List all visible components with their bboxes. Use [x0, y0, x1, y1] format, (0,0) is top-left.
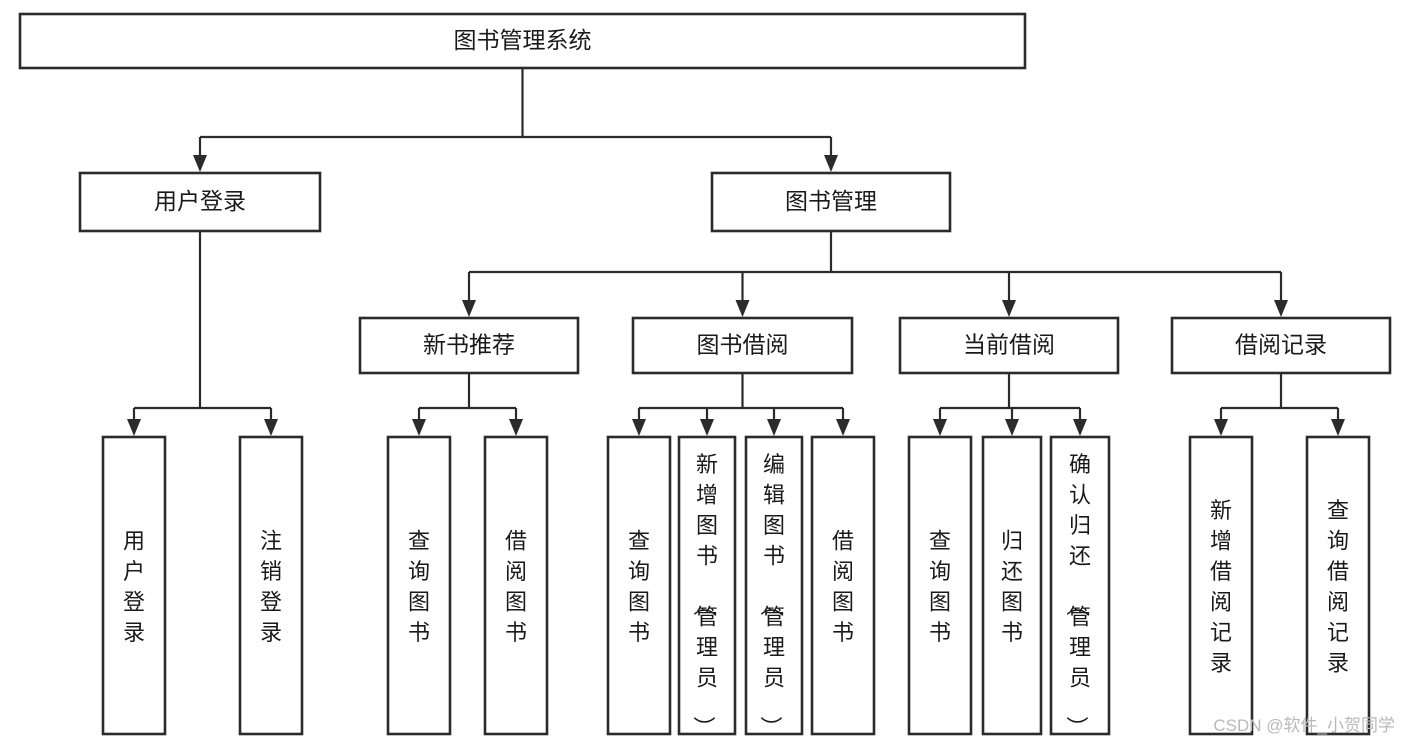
- node-leaf-4[interactable]: 借阅图书: [483, 435, 549, 736]
- node-box: [78, 171, 322, 233]
- node-label: 当前借阅: [963, 332, 1055, 358]
- node-leaf-12[interactable]: 新增借阅记录: [1188, 435, 1254, 736]
- node-label: 图书管理系统: [454, 27, 592, 53]
- node-label: 确认归还（管理员）: [1064, 452, 1091, 738]
- node-leaf-6[interactable]: 新增图书（管理员）: [677, 435, 737, 738]
- node-box: [907, 435, 973, 736]
- node-level1-2[interactable]: 图书管理: [710, 171, 952, 233]
- nodes-layer: 图书管理系统用户登录图书管理新书推荐图书借阅当前借阅借阅记录用户登录注销登录查询…: [18, 12, 1392, 738]
- node-leaf-3[interactable]: 查询图书: [386, 435, 452, 736]
- node-leaf-2[interactable]: 注销登录: [238, 435, 304, 736]
- node-box: [631, 316, 854, 375]
- node-box: [386, 435, 452, 736]
- node-label: 用户登录: [123, 528, 145, 645]
- node-label: 注销登录: [260, 528, 282, 645]
- node-level2-1[interactable]: 新书推荐: [358, 316, 580, 375]
- connector-arrowhead: [767, 419, 781, 436]
- node-box: [1305, 435, 1371, 736]
- connectors-layer: [127, 68, 1345, 436]
- node-box: [981, 435, 1043, 736]
- node-label: 编辑图书（管理员）: [758, 452, 785, 738]
- connector-arrowhead: [264, 419, 278, 436]
- node-label: 图书借阅: [697, 332, 789, 358]
- node-box: [483, 435, 549, 736]
- node-label: 新增借阅记录: [1210, 498, 1232, 676]
- node-leaf-9[interactable]: 查询图书: [907, 435, 973, 736]
- connector-arrowhead: [1005, 419, 1019, 436]
- node-label: 借阅记录: [1235, 332, 1327, 358]
- node-leaf-5[interactable]: 查询图书: [606, 435, 672, 736]
- node-box: [358, 316, 580, 375]
- node-leaf-10[interactable]: 归还图书: [981, 435, 1043, 736]
- node-box: [710, 171, 952, 233]
- node-label: 用户登录: [154, 188, 246, 214]
- node-label: 图书管理: [785, 188, 877, 214]
- node-box: [101, 435, 167, 736]
- node-level2-2[interactable]: 图书借阅: [631, 316, 854, 375]
- node-box: [744, 435, 804, 736]
- connector-arrowhead: [700, 419, 714, 436]
- connector-arrowhead: [1214, 419, 1228, 436]
- node-box: [1170, 316, 1392, 375]
- connector-arrowhead: [509, 419, 523, 436]
- node-box: [810, 435, 876, 736]
- node-label: 查询借阅记录: [1327, 498, 1349, 676]
- node-box: [1049, 435, 1111, 736]
- node-level2-3[interactable]: 当前借阅: [898, 316, 1120, 375]
- node-label: 新增图书（管理员）: [691, 452, 718, 738]
- connector-arrowhead: [1002, 300, 1016, 317]
- watermark-label: CSDN @软件_小贺同学: [1213, 716, 1395, 735]
- connector-arrowhead: [1331, 419, 1345, 436]
- node-box: [606, 435, 672, 736]
- node-box: [677, 435, 737, 736]
- node-level1-1[interactable]: 用户登录: [78, 171, 322, 233]
- connector-arrowhead: [193, 155, 207, 172]
- node-label: 查询图书: [929, 528, 951, 645]
- connector-arrowhead: [933, 419, 947, 436]
- connector-arrowhead: [824, 155, 838, 172]
- node-label: 查询图书: [628, 528, 650, 645]
- node-leaf-1[interactable]: 用户登录: [101, 435, 167, 736]
- node-root-system[interactable]: 图书管理系统: [18, 12, 1027, 70]
- connector-arrowhead: [1073, 419, 1087, 436]
- node-box: [1188, 435, 1254, 736]
- connector-arrowhead: [836, 419, 850, 436]
- node-box: [18, 12, 1027, 70]
- node-label: 新书推荐: [423, 332, 515, 358]
- connector-arrowhead: [127, 419, 141, 436]
- node-box: [898, 316, 1120, 375]
- node-box: [238, 435, 304, 736]
- node-leaf-7[interactable]: 编辑图书（管理员）: [744, 435, 804, 738]
- node-level2-4[interactable]: 借阅记录: [1170, 316, 1392, 375]
- node-label: 归还图书: [1001, 528, 1023, 645]
- connector-arrowhead: [1274, 300, 1288, 317]
- connector-arrowhead: [462, 300, 476, 317]
- node-label: 借阅图书: [505, 528, 527, 645]
- node-label: 查询图书: [408, 528, 430, 645]
- node-leaf-13[interactable]: 查询借阅记录: [1305, 435, 1371, 736]
- node-leaf-11[interactable]: 确认归还（管理员）: [1049, 435, 1111, 738]
- connector-arrowhead: [412, 419, 426, 436]
- node-leaf-8[interactable]: 借阅图书: [810, 435, 876, 736]
- connector-arrowhead: [735, 300, 750, 317]
- node-label: 借阅图书: [832, 528, 854, 645]
- connector-arrowhead: [632, 419, 646, 436]
